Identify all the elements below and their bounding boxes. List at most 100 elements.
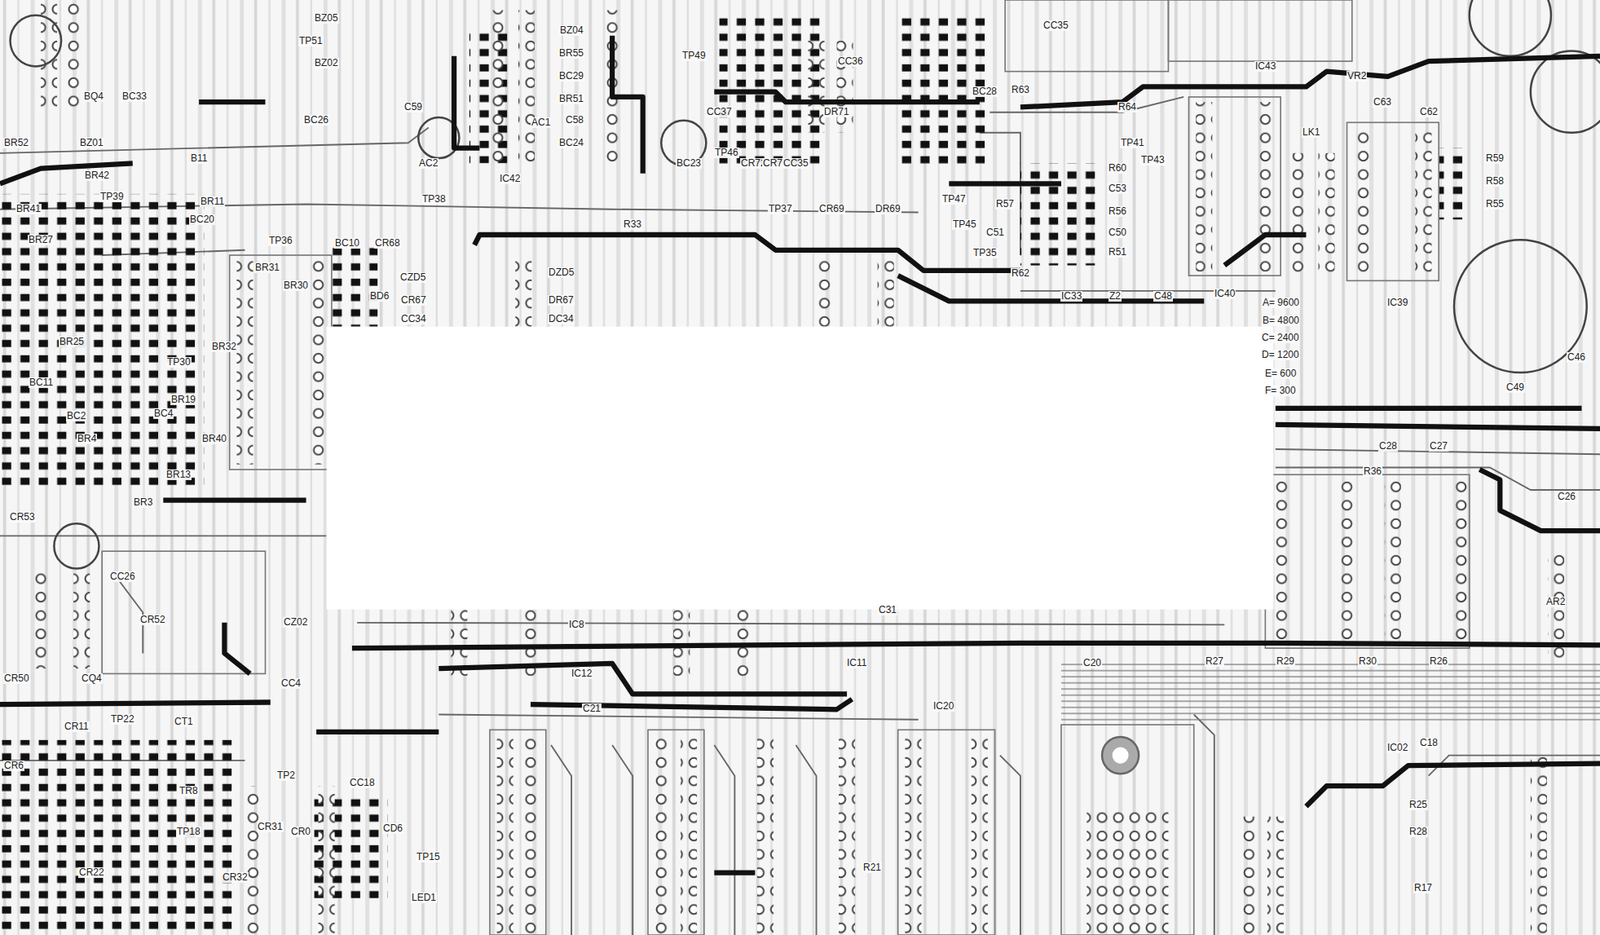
part-designator: BZ04 [559, 25, 585, 36]
test-point-label: TP41 [1119, 137, 1146, 149]
part-designator: BR11 [199, 196, 225, 208]
part-designator: R59 [1485, 153, 1505, 164]
test-point-label: TP15 [415, 851, 441, 863]
part-designator: C28 [1378, 440, 1398, 452]
part-designator: CC18 [348, 777, 376, 789]
part-designator: R55 [1485, 198, 1505, 210]
part-designator: CC35 [782, 158, 810, 169]
baud-rate-note: C= 2400 [1260, 332, 1301, 344]
part-designator: BR51 [558, 93, 585, 105]
part-designator: R60 [1107, 163, 1128, 174]
part-designator: CR31 [256, 821, 284, 833]
part-designator: DZD5 [547, 267, 575, 278]
part-designator: R63 [1010, 84, 1031, 96]
part-designator: R64 [1117, 101, 1138, 113]
part-designator: IC43 [1254, 61, 1277, 72]
part-designator: BR55 [558, 48, 585, 59]
test-point-label: TP22 [110, 714, 136, 725]
part-designator: R28 [1408, 826, 1429, 838]
part-designator: CC26 [109, 571, 137, 582]
baud-rate-note: D= 1200 [1260, 349, 1301, 361]
test-point-label: TP46 [714, 147, 740, 159]
part-designator: CT1 [173, 716, 194, 728]
part-designator: LED1 [410, 892, 437, 904]
part-designator: IC20 [932, 700, 955, 712]
part-designator: BR52 [3, 137, 30, 149]
part-designator: BR25 [58, 336, 85, 348]
part-designator: CC35 [1042, 20, 1070, 31]
part-designator: BZ05 [313, 13, 340, 24]
part-designator: R30 [1357, 656, 1378, 667]
part-designator: BC28 [971, 86, 998, 97]
test-point-label: TP18 [176, 826, 202, 838]
part-designator: CZ02 [282, 617, 309, 628]
part-designator: IC11 [846, 657, 868, 669]
part-designator: DR67 [547, 295, 575, 306]
part-designator: C31 [877, 604, 898, 616]
part-designator: BC11 [28, 377, 54, 388]
part-designator: AC2 [418, 158, 439, 169]
part-designator: R36 [1362, 466, 1383, 477]
part-designator: LK1 [1301, 127, 1321, 138]
part-designator: BR4 [76, 433, 97, 445]
part-designator: C63 [1372, 96, 1393, 108]
part-designator: CQ4 [80, 673, 103, 684]
test-point-label: TP2 [276, 770, 296, 781]
part-designator: C59 [403, 101, 424, 113]
part-designator: B11 [189, 153, 208, 164]
part-designator: CR50 [3, 673, 31, 684]
part-designator: BZ02 [313, 57, 340, 69]
part-designator: AR2 [1545, 596, 1566, 608]
part-designator: R51 [1107, 246, 1128, 258]
part-designator: IC39 [1386, 297, 1409, 309]
part-designator: CR6 [3, 760, 25, 772]
part-designator: BR41 [15, 203, 42, 215]
part-designator: CC34 [400, 313, 428, 325]
part-designator: CR53 [8, 511, 36, 523]
part-designator: BD6 [369, 290, 390, 302]
part-designator: R33 [622, 219, 643, 230]
test-point-label: TP49 [681, 50, 707, 62]
part-designator: CC36 [837, 56, 864, 67]
part-designator: VR2 [1346, 70, 1367, 82]
baud-rate-note: E= 600 [1264, 368, 1297, 380]
part-designator: IC02 [1386, 742, 1409, 754]
test-point-label: TP37 [767, 203, 794, 215]
part-designator: IC8 [568, 619, 586, 631]
part-designator: BC4 [153, 408, 174, 419]
part-designator: C48 [1153, 290, 1173, 302]
part-designator: CD6 [382, 823, 404, 834]
part-designator: CZD5 [399, 272, 427, 283]
part-designator: CR32 [221, 872, 249, 883]
baud-rate-note: B= 4800 [1261, 315, 1301, 327]
part-designator: R57 [995, 198, 1015, 210]
part-designator: R62 [1010, 268, 1031, 279]
part-designator: TR8 [178, 785, 199, 797]
part-designator: R26 [1428, 656, 1449, 667]
part-designator: BC26 [303, 114, 330, 126]
part-designator: DR69 [874, 203, 902, 215]
test-point-label: TP30 [166, 357, 192, 368]
part-designator: C46 [1566, 352, 1587, 363]
part-designator: BQ4 [83, 91, 105, 102]
part-designator: CR52 [139, 614, 167, 626]
part-designator: IC40 [1213, 288, 1236, 300]
part-designator: C49 [1505, 382, 1526, 393]
part-designator: CC37 [705, 106, 733, 118]
part-designator: CR0 [290, 826, 312, 838]
part-designator: CR69 [818, 203, 846, 215]
part-designator: BR3 [132, 497, 154, 508]
part-designator: BR30 [282, 280, 309, 291]
test-point-label: TP38 [421, 193, 447, 205]
part-designator: CR11 [63, 721, 90, 732]
test-point-label: TP45 [952, 219, 978, 230]
part-designator: R29 [1275, 656, 1296, 667]
part-designator: IC12 [570, 668, 593, 679]
part-designator: BR13 [165, 469, 192, 481]
part-designator: R25 [1408, 799, 1429, 811]
test-point-label: TP35 [972, 247, 998, 259]
part-designator: BC23 [675, 158, 702, 169]
part-designator: C50 [1107, 227, 1128, 239]
